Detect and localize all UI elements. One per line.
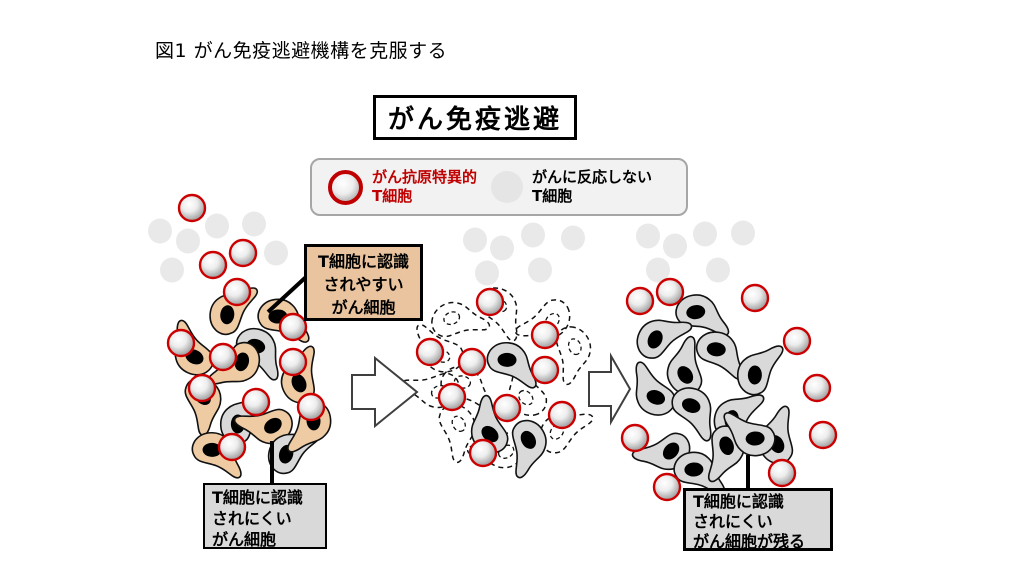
legend-item-specific-tcell: がん抗原特異的 T細胞: [328, 168, 477, 206]
cancer-specific-tcell: [241, 387, 271, 417]
resistant-cancer-cell: [631, 432, 691, 471]
callout-line-recognizable: [266, 275, 308, 314]
legend-nonreactive-line1: がんに反応しない: [532, 168, 653, 186]
cancer-specific-tcell: [530, 320, 560, 350]
cancer-specific-tcell: [547, 400, 577, 430]
nonreactive-tcell-dot: [242, 211, 266, 237]
cancer-specific-tcell: [625, 286, 655, 316]
cancer-specific-tcell: [652, 472, 682, 502]
label-line: されにくい: [693, 512, 773, 531]
cancer-specific-tcell: [620, 423, 650, 453]
label-line: がん細胞: [331, 298, 396, 317]
nonreactive-tcell-icon: [491, 171, 524, 203]
nonreactive-tcell-dot: [646, 257, 670, 283]
nonreactive-tcell-dot: [160, 257, 184, 283]
destroyed-cell-outline: [431, 301, 491, 338]
nonreactive-tcell-dot: [264, 240, 288, 266]
label-line: がん細胞: [212, 530, 277, 549]
nonreactive-tcell-dot: [706, 257, 730, 283]
heading-box: がん免疫逃避: [373, 95, 578, 140]
resistant-cancer-cell: [666, 335, 703, 395]
cancer-specific-tcell: [437, 382, 467, 412]
resistant-cancer-cell: [486, 341, 537, 389]
cancer-specific-tcell: [177, 193, 207, 223]
nonreactive-tcell-dot: [561, 225, 585, 251]
nonreactive-tcell-dot: [475, 260, 499, 286]
cancer-specific-tcell: [296, 392, 326, 422]
cancer-specific-tcell: [278, 312, 308, 342]
destroyed-cell-outline: [477, 287, 518, 342]
nonreactive-tcell-dot: [731, 220, 755, 246]
cancer-specific-tcell: [217, 432, 247, 462]
legend-label-nonreactive: がんに反応しない T細胞: [532, 168, 652, 206]
resistant-cancer-cell: [636, 319, 693, 359]
nonreactive-tcell-dot: [148, 218, 172, 244]
resistant-cancer-cell: [736, 345, 784, 396]
cancer-specific-tcell: [278, 347, 308, 377]
label-recognizable-cells: T細胞に認識 されやすい がん細胞: [304, 244, 423, 321]
resistant-cancer-cell: [671, 387, 712, 442]
cancer-specific-tcell: [655, 277, 685, 307]
resistant-cancer-cell: [695, 331, 744, 381]
label-line: されにくい: [212, 509, 292, 528]
label-line: されやすい: [323, 275, 404, 294]
cancer-specific-tcell: [802, 373, 832, 403]
recognizable-cancer-cell: [233, 408, 293, 445]
cancer-specific-tcell: [198, 250, 228, 280]
nonreactive-tcell-dot: [663, 233, 687, 259]
nonreactive-tcell-dot: [693, 221, 717, 247]
resistant-cancer-cell: [470, 394, 509, 454]
cancer-specific-tcell: [415, 337, 445, 367]
nonreactive-tcell-dot: [521, 222, 545, 248]
label-line: T細胞に認識: [693, 492, 784, 511]
cancer-specific-tcell: [492, 393, 522, 423]
resistant-cancer-cell: [511, 419, 547, 479]
legend-specific-line2: T細胞: [372, 187, 413, 205]
label-remaining-cells: T細胞に認識 されにくい がん細胞が残る: [683, 488, 833, 551]
legend-label-specific: がん抗原特異的 T細胞: [372, 168, 477, 206]
cancer-specific-tcell: [740, 283, 770, 313]
nonreactive-tcell-dot: [463, 227, 487, 253]
specific-tcells-group: [166, 193, 838, 502]
label-line: T細胞に認識: [318, 252, 409, 271]
nonreactive-tcell-dot: [205, 213, 229, 239]
label-line: がん細胞が残る: [693, 532, 806, 551]
resistant-cancer-cell: [635, 361, 676, 416]
cancer-specific-tcell: [228, 238, 258, 268]
nonreactive-tcell-dot: [528, 257, 552, 283]
label-line: T細胞に認識: [212, 488, 303, 507]
nonreactive-tcell-dot: [636, 223, 660, 249]
arrow-step1: [351, 355, 419, 429]
specific-tcell-icon: [328, 169, 363, 205]
legend-nonreactive-line2: T細胞: [532, 187, 573, 205]
cancer-specific-tcell: [475, 287, 505, 317]
arrow-step2: [588, 352, 632, 426]
cancer-specific-tcell: [808, 420, 838, 450]
cancer-specific-tcell: [222, 277, 252, 307]
heading-text: がん免疫逃避: [388, 105, 563, 135]
legend: がん抗原特異的 T細胞 がんに反応しない T細胞: [310, 158, 688, 216]
figure-title: 図1 がん免疫逃避機構を克服する: [155, 40, 448, 62]
cancer-specific-tcell: [208, 342, 238, 372]
cancer-specific-tcell: [457, 347, 487, 377]
cancer-specific-tcell: [166, 328, 196, 358]
legend-specific-line1: がん抗原特異的: [372, 168, 478, 186]
resistant-cancer-cell: [723, 412, 776, 457]
nonreactive-tcell-dot: [490, 235, 514, 261]
nonreactive-tcell-dot: [176, 228, 200, 254]
nonreactive-tcell-group: [148, 211, 755, 286]
cancer-specific-tcell: [187, 373, 217, 403]
cancer-specific-tcell: [782, 326, 812, 356]
cancer-specific-tcell: [530, 355, 560, 385]
label-resistant-cells: T細胞に認識 されにくい がん細胞: [203, 483, 327, 549]
cancer-specific-tcell: [767, 458, 797, 488]
cancer-specific-tcell: [468, 438, 498, 468]
legend-item-nonreactive-tcell: がんに反応しない T細胞: [491, 168, 652, 206]
